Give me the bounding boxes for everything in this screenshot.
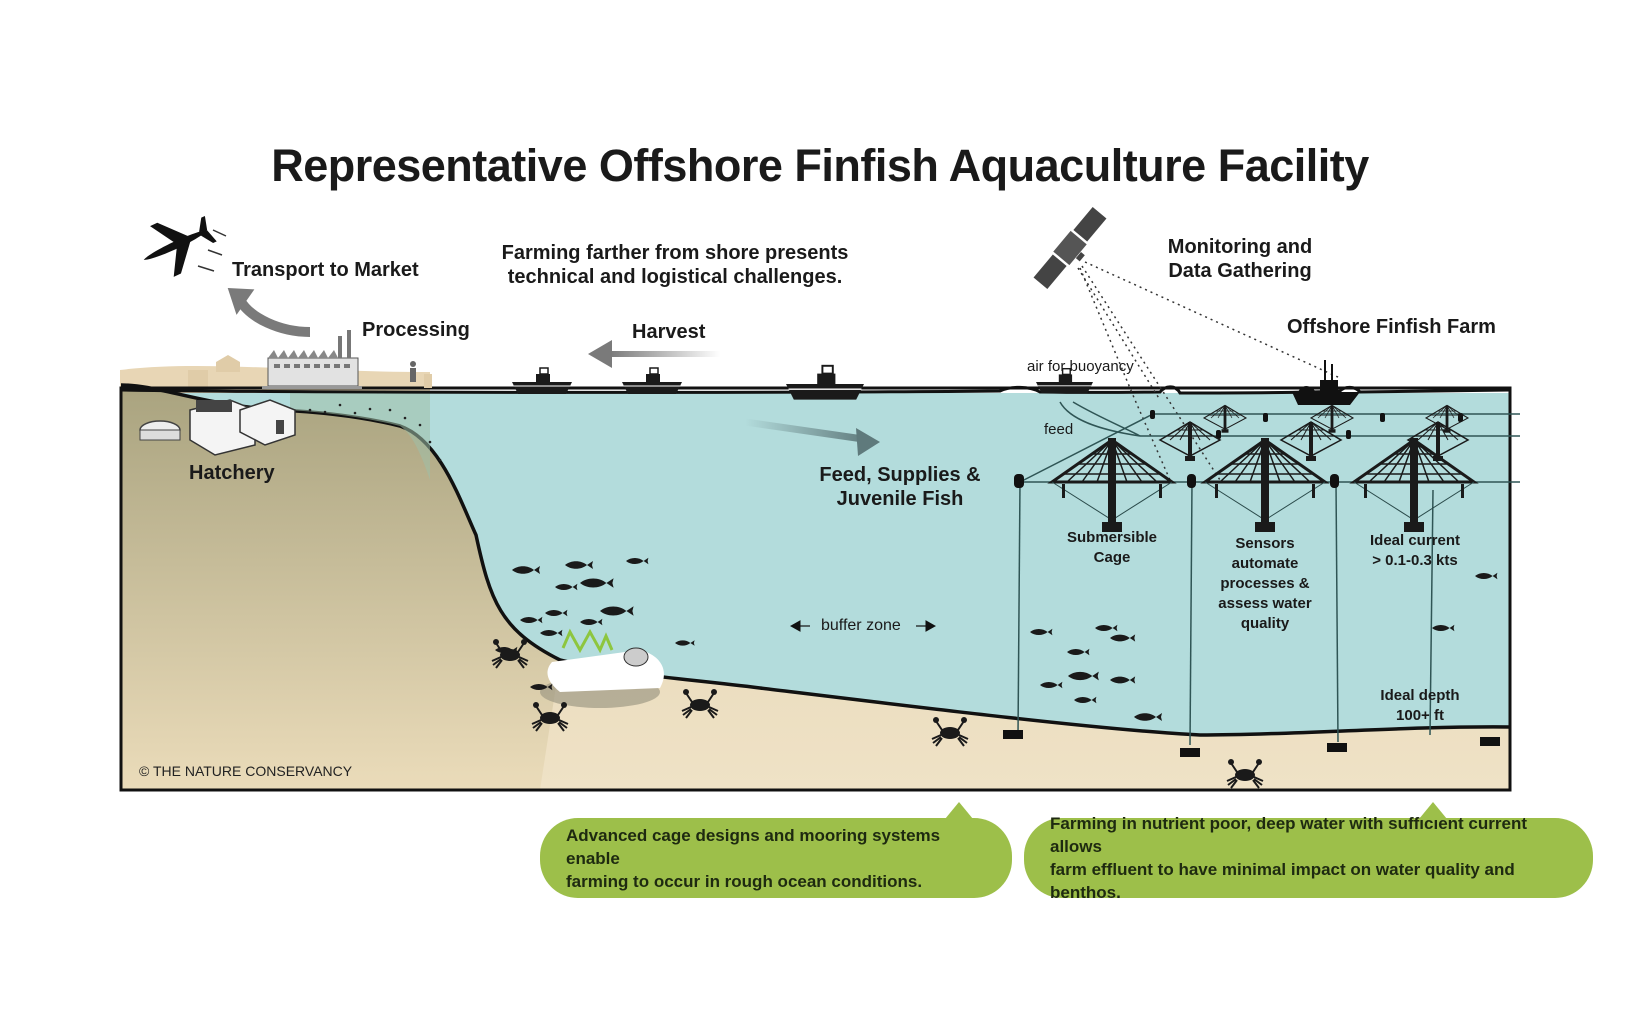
buoys bbox=[1014, 410, 1463, 488]
monitoring-line-1: Monitoring and bbox=[1167, 236, 1313, 258]
harvest-arrow bbox=[610, 351, 720, 357]
sensors-label: Sensors automate processes & assess wate… bbox=[1200, 534, 1330, 634]
sensors-line-4: assess water bbox=[1218, 595, 1312, 612]
sensors-line-2: automate bbox=[1231, 555, 1299, 572]
transport-to-market-label: Transport to Market bbox=[232, 259, 419, 281]
callout-cage-designs: Advanced cage designs and mooring system… bbox=[540, 802, 1012, 898]
factory-icon bbox=[262, 330, 362, 389]
page-title: Representative Offshore Finfish Aquacult… bbox=[271, 140, 1369, 191]
feed-supplies-line-2: Juvenile Fish bbox=[836, 488, 964, 510]
submersible-line-1: Submersible bbox=[1066, 529, 1158, 546]
callout-2-line-2: farm effluent to have minimal impact on … bbox=[1050, 860, 1515, 902]
feed-supplies-line-1: Feed, Supplies & bbox=[819, 464, 981, 486]
depth-line-1: Ideal depth bbox=[1380, 687, 1460, 704]
air-buoyancy-label: air for buoyancy bbox=[1027, 358, 1134, 375]
hatchery-building-icon bbox=[139, 399, 296, 456]
signal-lines bbox=[1077, 261, 1341, 481]
sensors-line-3: processes & bbox=[1220, 575, 1310, 592]
reef-icon bbox=[540, 628, 664, 708]
monitoring-line-2: Data Gathering bbox=[1168, 260, 1312, 282]
offshore-farm-label: Offshore Finfish Farm bbox=[1287, 316, 1496, 338]
copyright-credit: © THE NATURE CONSERVANCY bbox=[139, 763, 353, 779]
buffer-zone-label: buffer zone bbox=[821, 617, 901, 634]
submersible-line-2: Cage bbox=[1093, 549, 1131, 566]
mooring-anchor-icon bbox=[1003, 730, 1500, 757]
hatchery-label: Hatchery bbox=[189, 462, 275, 484]
buffer-zone-arrows bbox=[789, 620, 937, 632]
fishing-vessel-icon bbox=[1292, 360, 1360, 405]
current-line-2: > 0.1-0.3 kts bbox=[1372, 552, 1458, 569]
callout-nutrient-poor: Farming in nutrient poor, deep water wit… bbox=[1024, 802, 1593, 902]
monitoring-label: Monitoring and Data Gathering bbox=[1150, 235, 1330, 283]
depth-line-2: 100+ ft bbox=[1396, 707, 1444, 724]
person-icon bbox=[410, 361, 416, 382]
satellite-icon bbox=[1033, 206, 1107, 290]
boat-icon bbox=[511, 367, 573, 395]
challenge-note: Farming farther from shore presents tech… bbox=[470, 241, 880, 289]
ideal-depth-label: Ideal depth 100+ ft bbox=[1355, 686, 1485, 726]
feed-supplies-label: Feed, Supplies & Juvenile Fish bbox=[800, 463, 1000, 511]
challenge-line-2: technical and logistical challenges. bbox=[507, 266, 843, 288]
airplane-icon bbox=[143, 215, 217, 277]
callout-1-line-2: farming to occur in rough ocean conditio… bbox=[566, 871, 923, 891]
callout-1-line-1: Advanced cage designs and mooring system… bbox=[566, 825, 941, 868]
submersible-cage-label: Submersible Cage bbox=[1052, 528, 1172, 568]
ideal-current-label: Ideal current > 0.1-0.3 kts bbox=[1350, 531, 1480, 571]
sensors-line-5: quality bbox=[1240, 615, 1290, 632]
processing-label: Processing bbox=[362, 319, 470, 341]
feed-label: feed bbox=[1044, 421, 1074, 438]
boat-icon bbox=[785, 364, 865, 401]
sensors-line-1: Sensors bbox=[1235, 535, 1295, 552]
feed-supplies-arrow bbox=[744, 418, 871, 444]
challenge-line-1: Farming farther from shore presents bbox=[501, 242, 849, 264]
callout-2-line-1: Farming in nutrient poor, deep water wit… bbox=[1050, 814, 1527, 856]
continental-shelf bbox=[121, 385, 560, 790]
current-line-1: Ideal current bbox=[1369, 532, 1461, 549]
transport-arrow bbox=[235, 297, 311, 337]
boat-icon bbox=[621, 367, 683, 395]
harvest-label: Harvest bbox=[632, 321, 706, 343]
